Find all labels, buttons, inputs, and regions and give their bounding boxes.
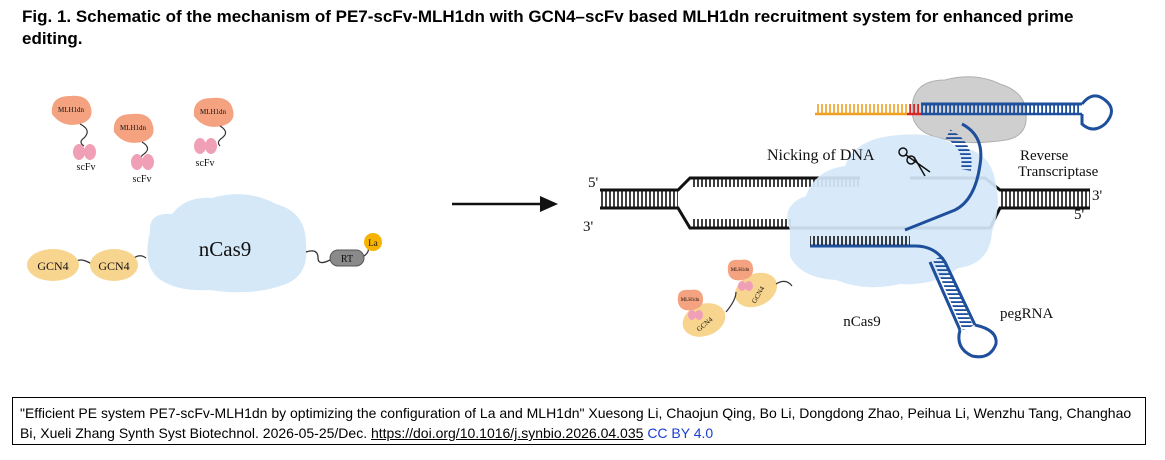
mlh1dn-label: MLH1dn	[58, 106, 85, 114]
mlh1dn-protein	[727, 259, 754, 281]
ncas9-protein	[147, 194, 307, 293]
five-prime-label: 5'	[1074, 207, 1085, 223]
linker	[305, 250, 331, 264]
gcn4-label: GCN4	[98, 259, 129, 273]
pegrna: pegRNA	[810, 94, 1113, 359]
free-mlh1dn-scfv-group: MLH1dn scFv MLH1dn scFv MLH1dn scFv	[51, 95, 234, 185]
scfv-domain	[142, 154, 154, 170]
scfv-label: scFv	[196, 158, 215, 169]
la-label: La	[368, 238, 378, 248]
scfv-domain	[738, 281, 746, 291]
mlh1dn-scfv-unit: MLH1dn scFv	[51, 95, 96, 173]
ncas9-protein	[787, 134, 998, 288]
pe7-scfv-construct: GCN4 GCN4 nCas9 RT La	[27, 194, 382, 293]
license-link[interactable]: CC BY 4.0	[647, 425, 714, 441]
linker	[217, 125, 227, 147]
gcn4-label: GCN4	[37, 259, 68, 273]
mlh1dn-protein	[51, 95, 92, 125]
nicking-label: Nicking of DNA	[767, 147, 875, 164]
mechanism-diagram: MLH1dn scFv MLH1dn scFv MLH1dn scFv	[27, 76, 1113, 359]
scfv-domain	[73, 144, 85, 160]
mlh1dn-label: MLH1dn	[681, 298, 700, 303]
la-domain	[364, 233, 382, 251]
mlh1dn-protein	[193, 97, 234, 127]
mlh1dn-protein	[113, 113, 154, 143]
scfv-domain	[205, 138, 217, 154]
ncas9-label: nCas9	[199, 237, 252, 261]
five-prime-label: 5'	[588, 175, 599, 191]
pegrna-label: pegRNA	[1000, 306, 1053, 322]
linker	[79, 123, 88, 147]
reverse-label: Reverse	[1020, 148, 1069, 164]
scfv-domain	[194, 138, 206, 154]
scfv-label: scFv	[133, 174, 152, 185]
mlh1dn-scfv-unit: MLH1dn scFv	[193, 97, 234, 169]
scissors-icon	[898, 147, 931, 177]
mlh1dn-scfv-unit: MLH1dn scFv	[113, 113, 154, 185]
rt-label: RT	[341, 254, 353, 265]
scfv-domain	[688, 310, 696, 320]
process-arrow	[452, 196, 558, 212]
mlh1dn-protein	[677, 289, 704, 311]
gcn4-tag	[27, 249, 79, 281]
mlh1dn-label: MLH1dn	[120, 124, 147, 132]
dna-double-strand: 5' 3' 3' 5'	[583, 175, 1103, 235]
mlh1dn-label: MLH1dn	[731, 268, 750, 273]
scfv-domain	[695, 310, 703, 320]
scfv-domain	[84, 144, 96, 160]
transcriptase-label: Transcriptase	[1018, 164, 1099, 180]
rt-domain	[329, 249, 365, 267]
mlh1dn-label: MLH1dn	[200, 108, 227, 116]
gcn4-tag	[90, 249, 138, 281]
citation-text: "Efficient PE system PE7-scFv-MLH1dn by …	[20, 405, 1132, 441]
citation-box: "Efficient PE system PE7-scFv-MLH1dn by …	[12, 397, 1146, 445]
doi-link[interactable]: https://doi.org/10.1016/j.synbio.2026.04…	[370, 425, 644, 441]
scfv-label: scFv	[77, 162, 96, 173]
ncas9-label: nCas9	[843, 314, 881, 330]
three-prime-label: 3'	[1092, 188, 1103, 204]
linker	[725, 291, 737, 313]
recruited-mlh1dn-group: GCN4 MLH1dn GCN4 MLH1dn	[677, 259, 793, 337]
figure-title: Fig. 1. Schematic of the mechanism of PE…	[22, 7, 1074, 48]
gcn4-tag	[734, 272, 778, 308]
scfv-domain	[131, 154, 143, 170]
linker	[775, 280, 793, 287]
three-prime-label: 3'	[583, 219, 594, 235]
scfv-domain	[745, 281, 753, 291]
